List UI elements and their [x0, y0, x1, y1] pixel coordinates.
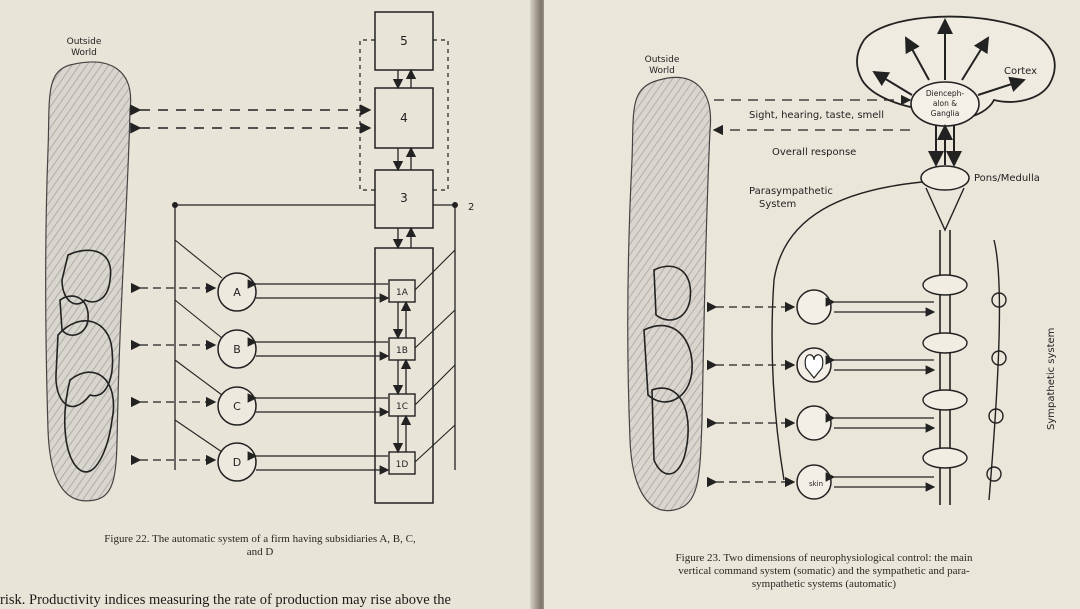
figure-22-diagram: Outside World 5 4 3 2	[45, 11, 474, 504]
subsidiary-b-label: B	[233, 343, 241, 356]
unit-1d-label: 1D	[396, 460, 409, 470]
subsidiary-a-label: A	[233, 286, 241, 299]
outside-world-label-2: World	[71, 48, 97, 58]
caption-line-1: Figure 22. The automatic system of a fir…	[104, 533, 416, 545]
unit-1a-label: 1A	[396, 288, 409, 298]
right-page: Outside World Cortex Dienceph- alon & Ga…	[544, 0, 1080, 609]
figure-23-diagram: Outside World Cortex Dienceph- alon & Ga…	[627, 15, 1057, 512]
figure-23-caption: Figure 23. Two dimensions of neurophysio…	[604, 552, 1044, 591]
parasympathetic-label-1: Parasympathetic	[749, 186, 833, 197]
marker-2-label: 2	[468, 202, 474, 213]
box-5-label: 5	[400, 34, 408, 48]
box-4-label: 4	[400, 111, 408, 125]
box-3-label: 3	[400, 191, 408, 205]
caption-line-1-right: Figure 23. Two dimensions of neurophysio…	[675, 552, 973, 564]
parasympathetic-label-2: System	[759, 199, 796, 210]
caption-line-2-right: vertical command system (somatic) and th…	[678, 565, 970, 577]
body-text-line: risk. Productivity indices measuring the…	[0, 592, 451, 608]
unit-1c-label: 1C	[396, 402, 408, 412]
subsidiary-d-label: D	[233, 456, 241, 469]
cortex-label: Cortex	[1004, 66, 1037, 77]
unit-1b-label: 1B	[396, 346, 408, 356]
heart-icon	[804, 354, 824, 379]
outside-world-label: Outside	[67, 37, 102, 47]
left-page: Outside World 5 4 3 2	[0, 0, 536, 609]
subsidiary-rows: A 1A B 1B C 1C D 1D	[130, 272, 416, 482]
subsidiary-c-label: C	[233, 400, 241, 413]
pons-medulla-label: Pons/Medulla	[974, 173, 1040, 184]
caption-line-3-right: sympathetic systems (automatic)	[751, 578, 897, 590]
response-label: Overall response	[772, 147, 856, 158]
outside-world-label-right-2: World	[649, 66, 675, 76]
diencephalon-label-1: Dienceph-	[926, 89, 964, 98]
outside-world-label-right: Outside	[645, 55, 680, 65]
outside-world-blob	[45, 61, 132, 502]
skin-label: skin	[809, 480, 823, 488]
pons-medulla-shape	[920, 165, 970, 191]
sympathetic-label: Sympathetic system	[1046, 328, 1057, 430]
diencephalon-label-2: alon &	[933, 99, 957, 108]
organ-rows: skin	[706, 274, 1007, 500]
caption-line-2: and D	[246, 546, 274, 558]
outside-world-blob-right	[627, 76, 712, 512]
figure-22-caption: Figure 22. The automatic system of a fir…	[40, 533, 480, 559]
diencephalon-label-3: Ganglia	[931, 109, 960, 118]
senses-label: Sight, hearing, taste, smell	[749, 110, 884, 121]
